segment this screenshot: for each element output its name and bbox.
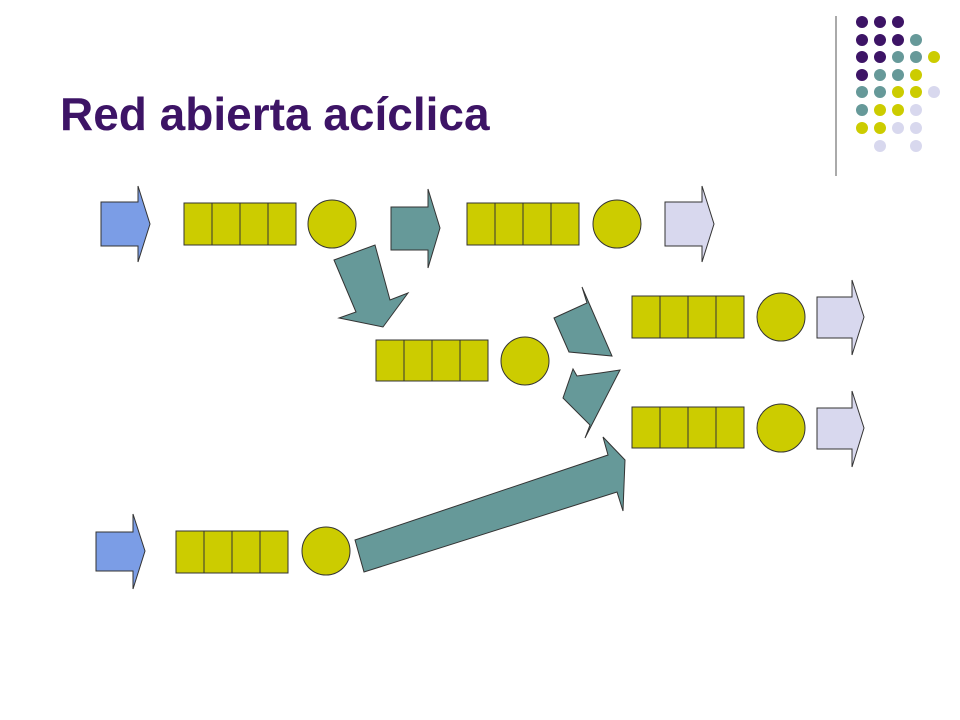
deco-dot bbox=[874, 69, 886, 81]
queue-slot bbox=[715, 406, 745, 449]
queue-slot bbox=[239, 202, 269, 246]
queue-slot bbox=[687, 406, 717, 449]
deco-dot bbox=[910, 51, 922, 63]
queue-buffer bbox=[466, 202, 580, 246]
queue-buffer bbox=[175, 530, 289, 574]
deco-dot bbox=[892, 16, 904, 28]
deco-dot bbox=[874, 122, 886, 134]
deco-dot bbox=[874, 104, 886, 116]
deco-dot bbox=[910, 69, 922, 81]
queue-slot bbox=[631, 406, 661, 449]
deco-dot bbox=[856, 122, 868, 134]
queue-slot bbox=[659, 406, 689, 449]
queue-slot bbox=[231, 530, 261, 574]
queue-slot bbox=[466, 202, 496, 246]
deco-dot bbox=[910, 140, 922, 152]
routing-arrow bbox=[390, 188, 441, 269]
input-arrow bbox=[95, 513, 146, 590]
server-node bbox=[756, 403, 806, 453]
queue-slot bbox=[550, 202, 580, 246]
routing-arrow bbox=[354, 436, 626, 573]
server-node bbox=[500, 336, 550, 386]
queue-slot bbox=[522, 202, 552, 246]
deco-dot bbox=[874, 16, 886, 28]
output-arrow bbox=[816, 279, 865, 356]
queue-slot bbox=[631, 295, 661, 339]
queue-slot bbox=[267, 202, 297, 246]
decorative-dot-grid bbox=[856, 16, 940, 152]
queue-slot bbox=[259, 530, 289, 574]
server-node bbox=[307, 199, 357, 249]
queue-slot bbox=[431, 339, 461, 382]
output-arrow bbox=[816, 390, 865, 468]
deco-dot bbox=[874, 51, 886, 63]
routing-arrow bbox=[562, 367, 621, 439]
deco-dot bbox=[892, 122, 904, 134]
routing-arrow bbox=[333, 244, 410, 328]
queue-slot bbox=[203, 530, 233, 574]
queue-slot bbox=[175, 530, 205, 574]
deco-dot bbox=[892, 104, 904, 116]
queue-slot bbox=[687, 295, 717, 339]
queue-buffer bbox=[375, 339, 489, 382]
deco-dot bbox=[892, 34, 904, 46]
slide-title: Red abierta acíclica bbox=[60, 88, 490, 140]
deco-dot bbox=[910, 86, 922, 98]
queue-slot bbox=[403, 339, 433, 382]
deco-dot bbox=[910, 34, 922, 46]
queue-slot bbox=[459, 339, 489, 382]
queue-buffer bbox=[631, 406, 745, 449]
deco-dot bbox=[856, 69, 868, 81]
queue-slot bbox=[211, 202, 241, 246]
deco-dot bbox=[874, 34, 886, 46]
deco-dot bbox=[928, 86, 940, 98]
input-arrow bbox=[100, 185, 151, 263]
deco-dot bbox=[892, 86, 904, 98]
deco-dot bbox=[892, 51, 904, 63]
routing-arrow bbox=[553, 286, 613, 357]
queue-buffer bbox=[631, 295, 745, 339]
deco-dot bbox=[856, 86, 868, 98]
deco-dot bbox=[874, 86, 886, 98]
queue-slot bbox=[375, 339, 405, 382]
server-node bbox=[756, 292, 806, 342]
deco-dot bbox=[874, 140, 886, 152]
queue-slot bbox=[494, 202, 524, 246]
queue-buffer bbox=[183, 202, 297, 246]
deco-dot bbox=[856, 34, 868, 46]
queue-slot bbox=[659, 295, 689, 339]
deco-dot bbox=[928, 51, 940, 63]
output-arrow bbox=[664, 185, 715, 263]
deco-dot bbox=[910, 122, 922, 134]
queue-slot bbox=[183, 202, 213, 246]
deco-dot bbox=[856, 16, 868, 28]
server-node bbox=[301, 526, 351, 576]
deco-dot bbox=[892, 69, 904, 81]
queue-slot bbox=[715, 295, 745, 339]
server-node bbox=[592, 199, 642, 249]
deco-dot bbox=[910, 104, 922, 116]
deco-dot bbox=[856, 51, 868, 63]
deco-dot bbox=[856, 104, 868, 116]
